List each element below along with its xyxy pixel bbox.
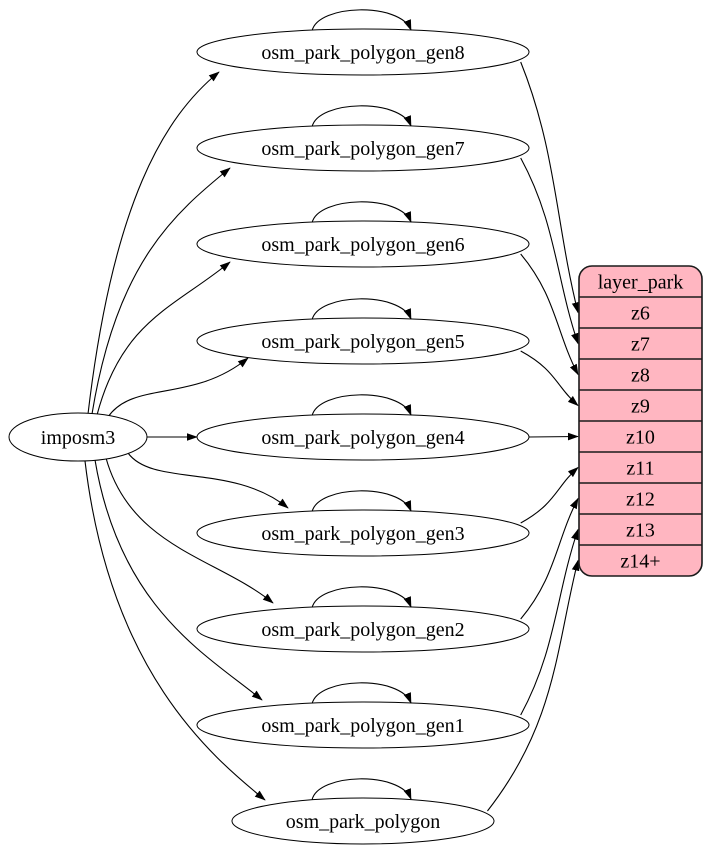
edge-osm_park_polygon_gen5-to-row-z9 — [520, 350, 579, 407]
process-node-osm_park_polygon_gen7: osm_park_polygon_gen7 — [196, 124, 530, 172]
node-label: osm_park_polygon_gen7 — [261, 138, 464, 160]
layer-row-z7: z7 — [631, 334, 650, 356]
process-node-osm_park_polygon_gen4: osm_park_polygon_gen4 — [196, 413, 530, 461]
edges-layer — [84, 9, 580, 812]
edge-imposm3-to-osm_park_polygon_gen5 — [107, 357, 249, 418]
node-label: osm_park_polygon_gen5 — [261, 331, 464, 353]
layer-row-z6: z6 — [631, 303, 650, 325]
edge-imposm3-to-osm_park_polygon_gen1 — [94, 459, 263, 701]
self-loop-osm_park_polygon_gen5 — [311, 298, 412, 321]
layer-row-z10: z10 — [626, 427, 655, 449]
layer-row-z11: z11 — [626, 458, 654, 480]
ellipse-node-shape — [196, 317, 530, 365]
ellipse-node-shape — [196, 701, 530, 749]
edge-osm_park_polygon_gen4-to-row-z10 — [528, 432, 579, 441]
ellipse-node-shape — [196, 605, 530, 653]
edge-imposm3-to-osm_park_polygon — [84, 460, 266, 801]
ellipse-node-shape — [196, 28, 530, 76]
process-node-osm_park_polygon_gen1: osm_park_polygon_gen1 — [196, 701, 530, 749]
edge-osm_park_polygon_gen1-to-row-z13 — [520, 528, 579, 716]
edge-osm_park_polygon_gen7-to-row-z7 — [520, 157, 579, 345]
process-node-osm_park_polygon_gen2: osm_park_polygon_gen2 — [196, 605, 530, 653]
node-label: osm_park_polygon — [286, 811, 440, 833]
ellipse-node-shape — [196, 124, 530, 172]
self-loop-osm_park_polygon_gen8 — [311, 9, 412, 32]
edge-osm_park_polygon_gen3-to-row-z11 — [520, 466, 579, 524]
self-loop-osm_park_polygon_gen2 — [311, 586, 412, 609]
edge-imposm3-to-osm_park_polygon_gen7 — [91, 167, 231, 415]
node-label: osm_park_polygon_gen8 — [261, 42, 464, 64]
edge-osm_park_polygon_gen6-to-row-z8 — [520, 253, 579, 376]
edge-imposm3-to-osm_park_polygon_gen3 — [127, 452, 289, 509]
layer-row-z12: z12 — [626, 489, 655, 511]
node-label: osm_park_polygon_gen3 — [261, 523, 464, 545]
ellipse-node-shape — [196, 509, 530, 557]
self-loop-osm_park_polygon_gen3 — [311, 490, 412, 513]
process-node-osm_park_polygon_gen3: osm_park_polygon_gen3 — [196, 509, 530, 557]
node-label: osm_park_polygon_gen6 — [261, 234, 464, 256]
ellipse-node-shape — [196, 220, 530, 268]
ellipse-node-shape — [231, 797, 495, 845]
self-loop-osm_park_polygon_gen1 — [311, 682, 412, 705]
layer-table-title: layer_park — [598, 272, 684, 294]
self-loop-osm_park_polygon_gen4 — [311, 394, 412, 417]
node-label: osm_park_polygon_gen1 — [261, 715, 464, 737]
edge-osm_park_polygon_gen8-to-row-z6 — [520, 61, 580, 314]
edge-osm_park_polygon-to-row-z14+ — [487, 559, 580, 812]
edge-imposm3-to-osm_park_polygon_gen8 — [87, 71, 220, 415]
source-node-imposm3: imposm3 — [8, 412, 148, 462]
ellipse-node-shape — [8, 412, 148, 462]
node-label: osm_park_polygon_gen4 — [261, 427, 464, 449]
node-label: osm_park_polygon_gen2 — [261, 619, 464, 641]
process-node-osm_park_polygon_gen8: osm_park_polygon_gen8 — [196, 28, 530, 76]
edge-osm_park_polygon_gen2-to-row-z12 — [520, 497, 579, 620]
self-loop-osm_park_polygon_gen7 — [311, 105, 412, 128]
layer-row-z13: z13 — [626, 520, 655, 542]
layer-row-z9: z9 — [631, 396, 650, 418]
ellipse-node-shape — [196, 413, 530, 461]
layer-row-z8: z8 — [631, 365, 650, 387]
edge-imposm3-to-osm_park_polygon_gen2 — [105, 457, 274, 604]
node-label: imposm3 — [41, 427, 115, 449]
layer-row-z14+: z14+ — [620, 551, 660, 573]
self-loop-osm_park_polygon_gen6 — [311, 201, 412, 224]
process-node-osm_park_polygon_gen5: osm_park_polygon_gen5 — [196, 317, 530, 365]
self-loop-osm_park_polygon — [311, 778, 412, 801]
process-node-osm_park_polygon_gen6: osm_park_polygon_gen6 — [196, 220, 530, 268]
nodes-layer: osm_park_polygon_gen8 osm_park_polygon_ge… — [8, 28, 530, 845]
process-node-osm_park_polygon: osm_park_polygon — [231, 797, 495, 845]
edge-imposm3-to-osm_park_polygon_gen6 — [96, 261, 231, 416]
layer-table-group: layer_park z6 z7 z8 z9 z10 z11 z12 z13 z14+ — [578, 265, 703, 577]
